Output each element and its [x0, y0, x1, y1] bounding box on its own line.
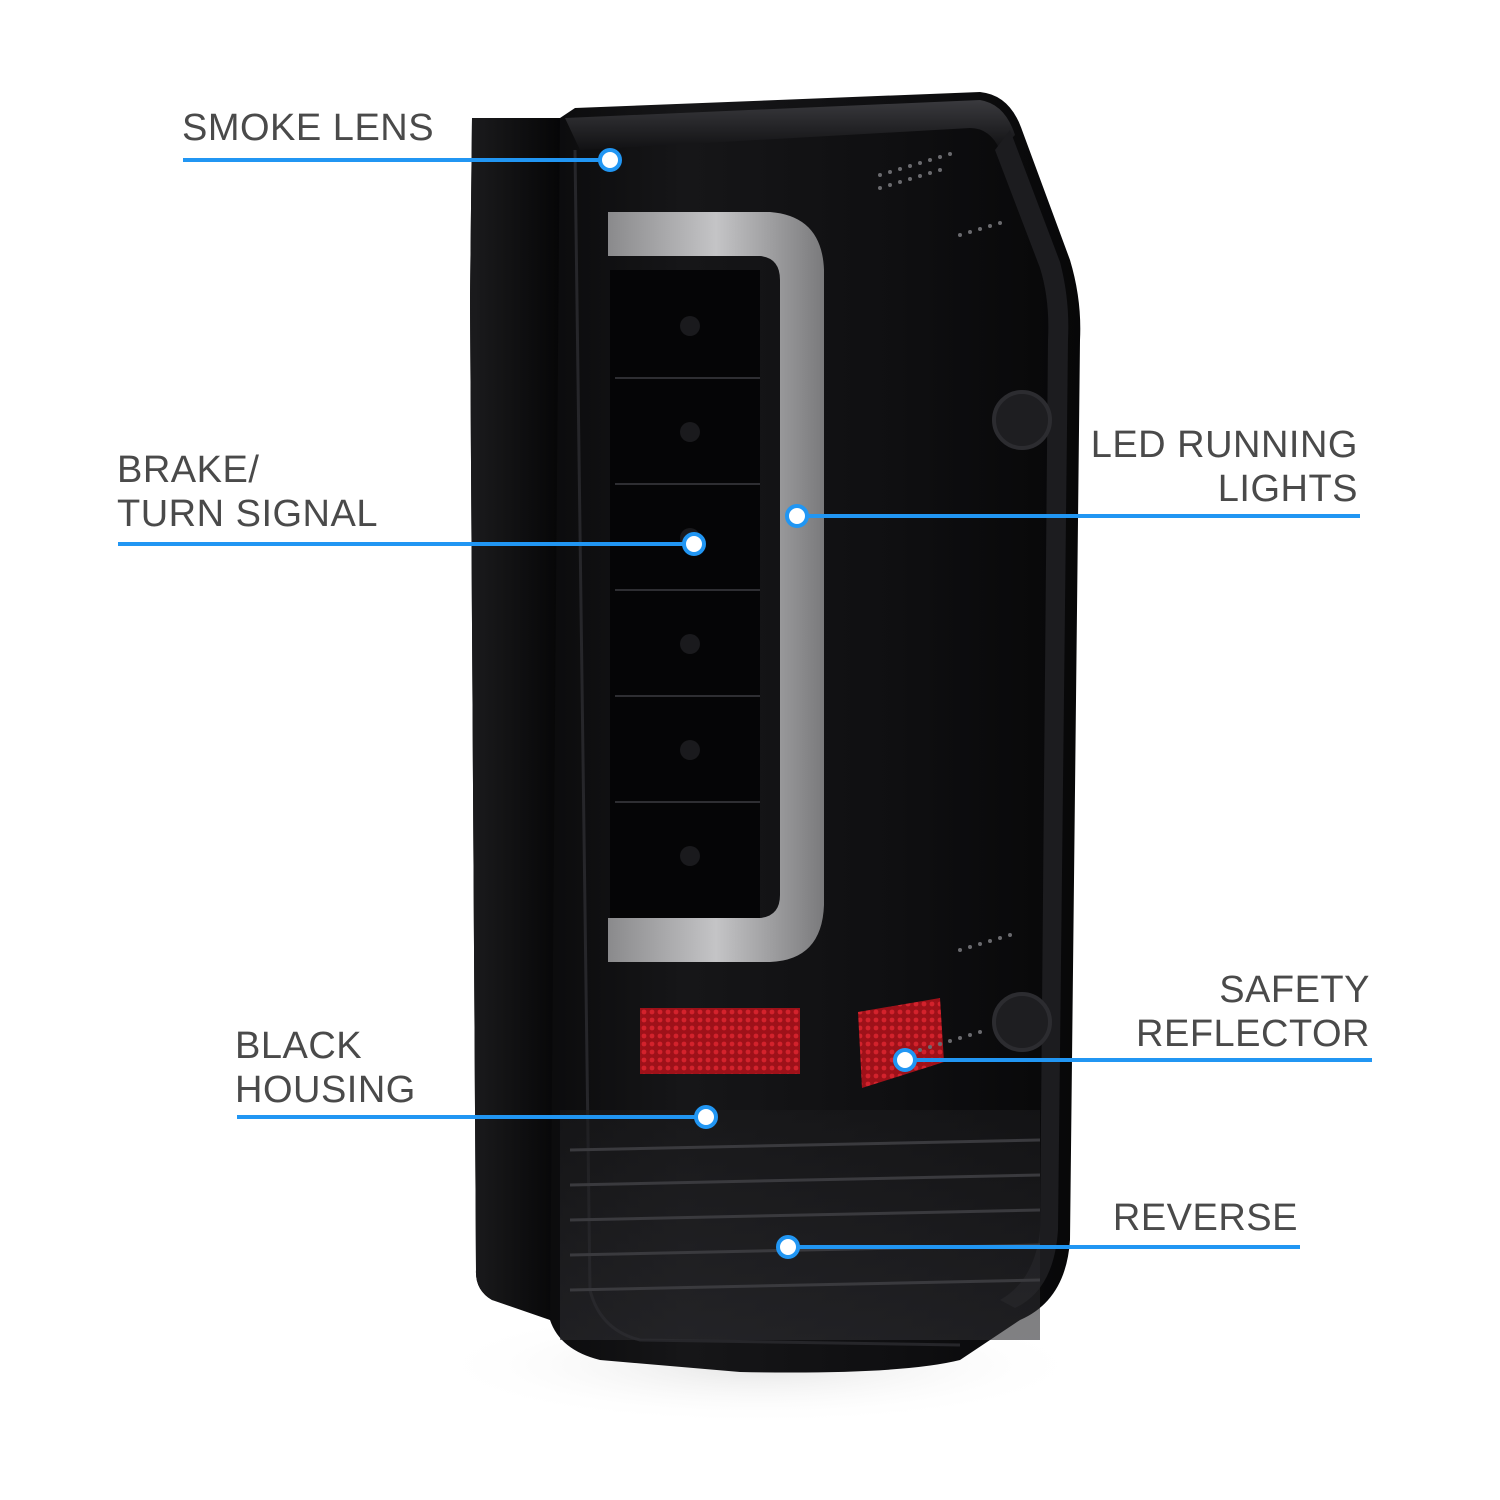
reverse-section [560, 1110, 1041, 1340]
callout-dot-icon [785, 504, 809, 528]
mounting-boss-upper [992, 390, 1052, 450]
label-led-running-lights: LED RUNNING LIGHTS [1090, 424, 1358, 510]
safety-reflector-left [640, 1008, 800, 1074]
mounting-boss-lower [992, 992, 1052, 1052]
label-brake-turn-signal: BRAKE/ TURN SIGNAL [117, 449, 378, 535]
safety-reflector-right [858, 998, 944, 1088]
brake-turn-chambers [610, 270, 760, 920]
callout-dots [598, 148, 917, 1259]
label-black-housing: BLACK HOUSING [235, 1025, 416, 1111]
callout-dot-icon [893, 1048, 917, 1072]
callout-dot-icon [598, 148, 622, 172]
lens-dot-texture [878, 152, 1012, 1052]
callout-lines [118, 158, 1372, 1249]
label-safety-reflector: SAFETY REFLECTOR [1136, 969, 1370, 1055]
callout-dot-icon [682, 532, 706, 556]
callout-dot-icon [776, 1235, 800, 1259]
label-smoke-lens: SMOKE LENS [182, 107, 435, 149]
label-reverse: REVERSE [1112, 1197, 1298, 1239]
callout-dot-icon [694, 1105, 718, 1129]
led-light-bar [608, 212, 824, 962]
